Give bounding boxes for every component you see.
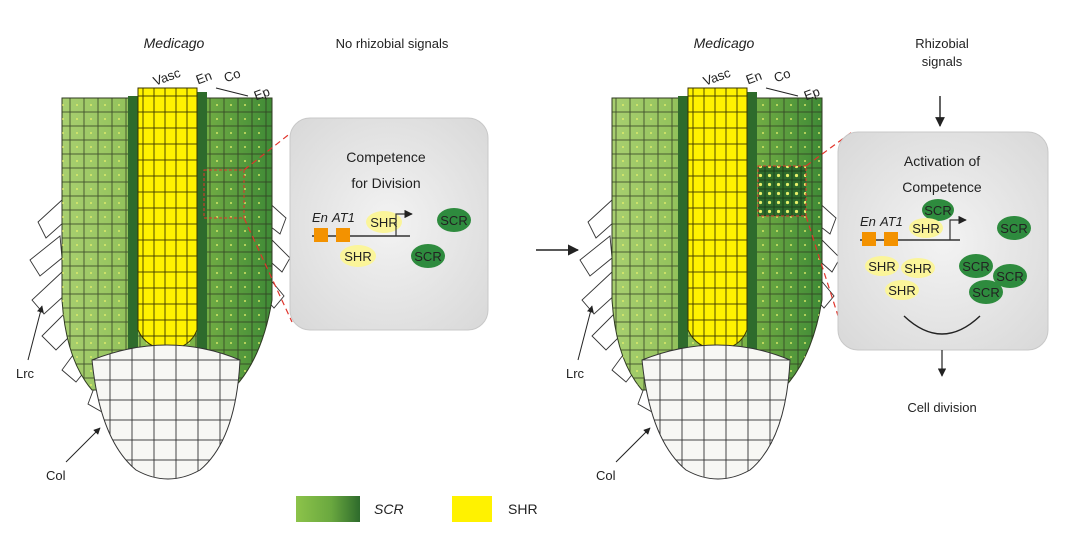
right-root xyxy=(579,87,853,480)
right-col-pointer xyxy=(615,427,651,463)
right-division-curve xyxy=(903,315,981,335)
left-root xyxy=(29,87,293,480)
left-col-pointer xyxy=(65,427,101,463)
right-shr-free-1-label: SHR xyxy=(868,259,895,274)
left-lrc-pointer xyxy=(27,305,44,361)
cell-division-label: Cell division xyxy=(907,400,976,415)
right-at1-box xyxy=(884,232,898,246)
right-scr-free-2-label: SCR xyxy=(996,269,1023,284)
left-label-lrc: Lrc xyxy=(16,366,35,381)
right-en-box xyxy=(862,232,876,246)
right-scr-bound-label: SCR xyxy=(924,203,951,218)
left-en-box xyxy=(314,228,328,242)
left-zoom-region xyxy=(203,169,245,219)
left-scr-product xyxy=(437,208,471,232)
left-shr-bound-label: SHR xyxy=(370,215,397,230)
right-endodermis-left xyxy=(678,96,688,356)
right-scr-bound xyxy=(922,199,954,221)
right-transcription-arrow xyxy=(949,215,967,240)
left-promoter-en: En xyxy=(312,210,328,225)
left-scr-product-label: SCR xyxy=(440,213,467,228)
left-competence-box: Competence for Division En AT1 SHR SCR S… xyxy=(289,117,489,331)
right-scr-free-1-label: SCR xyxy=(962,259,989,274)
right-box-title-line1: Activation of xyxy=(904,153,980,169)
right-scr-free-2 xyxy=(993,264,1027,288)
legend-shr-label: SHR xyxy=(508,501,538,517)
right-label-co: Co xyxy=(772,66,793,86)
left-label-col: Col xyxy=(46,468,66,483)
left-shr-free-label: SHR xyxy=(344,249,371,264)
right-shr-free-2 xyxy=(901,258,935,278)
right-shr-bound-label: SHR xyxy=(912,221,939,236)
right-scr-free-3 xyxy=(969,280,1003,304)
right-scr-free-3-label: SCR xyxy=(972,285,999,300)
left-scr-free xyxy=(411,244,445,268)
left-condition-label: No rhizobial signals xyxy=(336,36,449,51)
right-lrc-pointer xyxy=(577,305,594,361)
right-label-ep: Ep xyxy=(802,84,822,104)
left-scr-free-label: SCR xyxy=(414,249,441,264)
right-label-col: Col xyxy=(596,468,616,483)
left-label-co: Co xyxy=(222,66,243,86)
left-label-vasc: Vasc xyxy=(151,65,183,89)
left-endodermis-left xyxy=(128,96,138,356)
legend-scr-swatch xyxy=(296,496,360,522)
left-shr-free xyxy=(340,245,376,267)
right-shr-free-3 xyxy=(885,280,919,300)
right-scr-free-1 xyxy=(959,254,993,278)
left-endodermis-right xyxy=(197,92,207,354)
left-box-title-line2: for Division xyxy=(351,175,420,191)
right-condition-line2: signals xyxy=(922,54,963,69)
right-shr-free-1 xyxy=(865,256,899,276)
right-shr-bound xyxy=(909,218,943,238)
right-label-en: En xyxy=(744,68,764,88)
right-box-title-line2: Competence xyxy=(902,179,982,195)
right-promoter-en: En xyxy=(860,214,876,229)
right-scr-product-label: SCR xyxy=(1000,221,1027,236)
right-shr-free-2-label: SHR xyxy=(904,261,931,276)
right-species-label: Medicago xyxy=(694,35,755,51)
right-endodermis-right xyxy=(747,92,757,354)
right-condition-line1: Rhizobial xyxy=(915,36,969,51)
right-shr-free-3-label: SHR xyxy=(888,283,915,298)
left-label-en: En xyxy=(194,68,214,88)
right-dividing-cells xyxy=(757,165,807,217)
left-promoter-at1: AT1 xyxy=(331,210,355,225)
left-shr-bound xyxy=(366,211,402,233)
left-label-ep: Ep xyxy=(252,84,272,104)
legend: SCR SHR xyxy=(296,496,538,522)
left-at1-box xyxy=(336,228,350,242)
left-box-title-line1: Competence xyxy=(346,149,426,165)
right-scr-product xyxy=(997,216,1031,240)
right-competence-box: Activation of Competence En AT1 SCR SHR … xyxy=(837,131,1049,351)
left-species-label: Medicago xyxy=(144,35,205,51)
right-label-vasc: Vasc xyxy=(701,65,733,89)
legend-scr-label: SCR xyxy=(374,501,404,517)
left-transcription-arrow xyxy=(395,209,413,236)
legend-shr-swatch xyxy=(452,496,492,522)
right-label-lrc: Lrc xyxy=(566,366,585,381)
right-promoter-at1: AT1 xyxy=(879,214,903,229)
